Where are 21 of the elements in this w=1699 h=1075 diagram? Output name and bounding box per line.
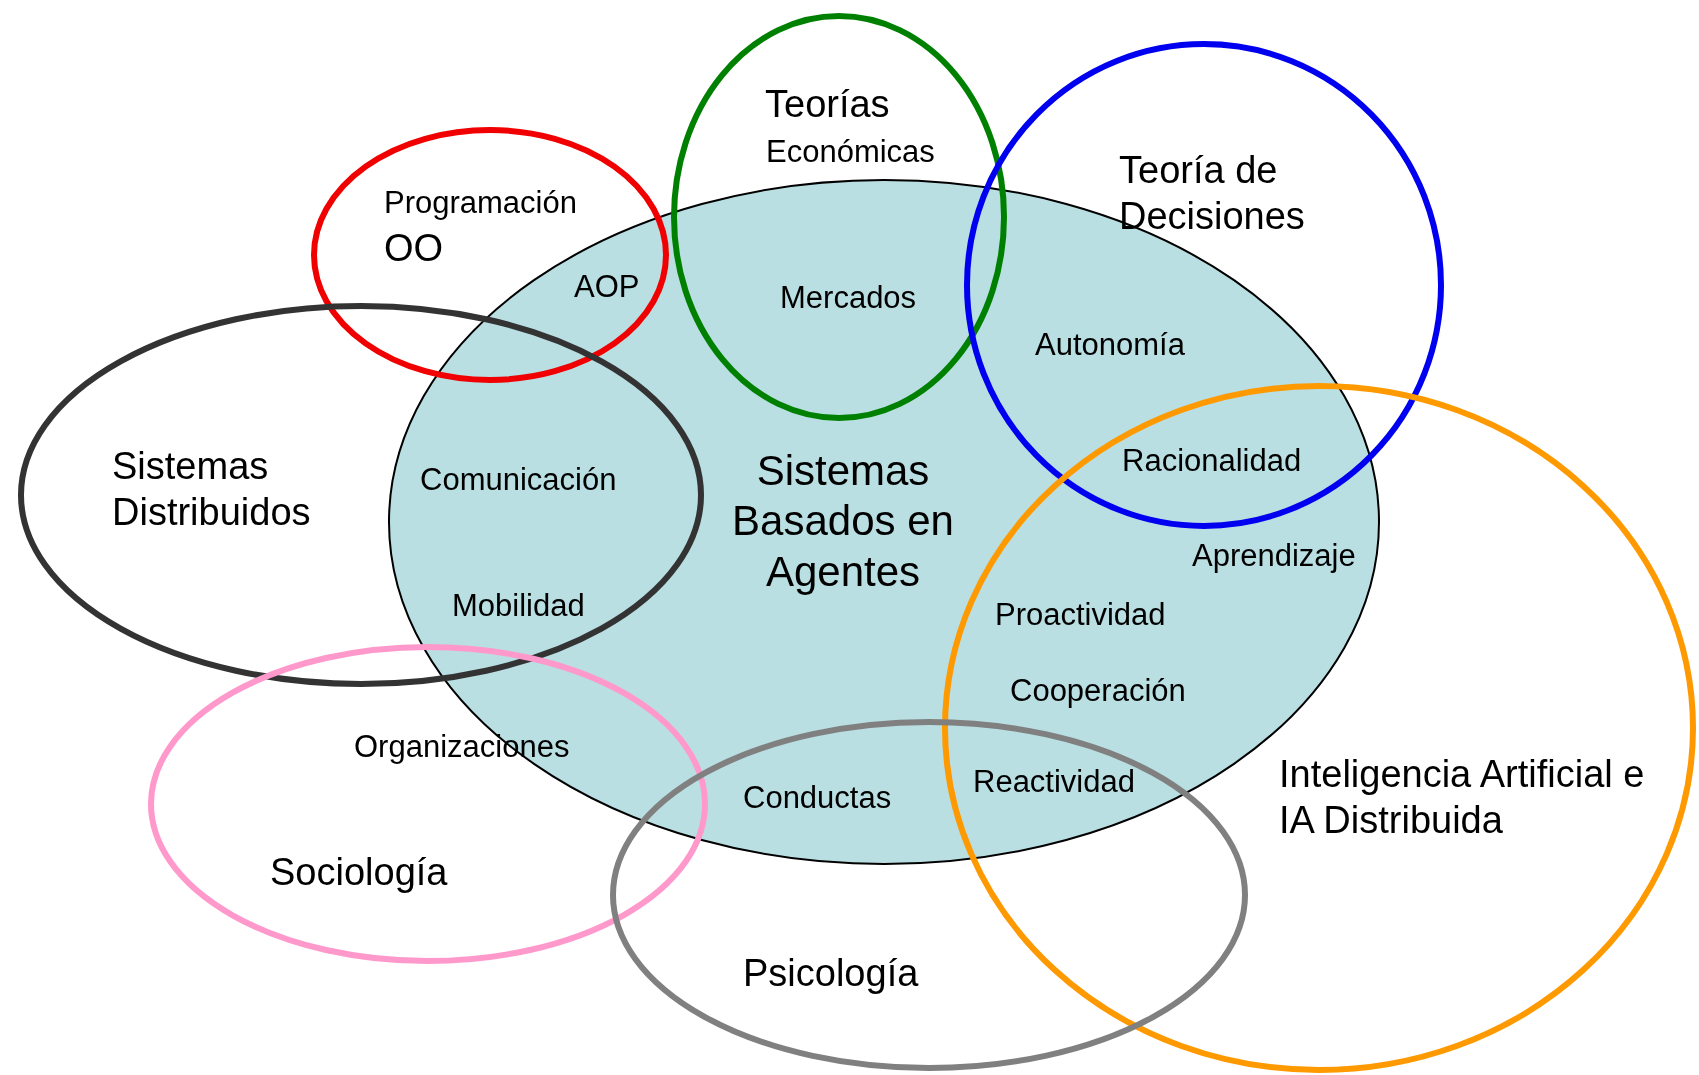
region-title: Sociología [270,850,448,895]
region-title: Sistemas Basados en Agentes [731,446,955,597]
concept-label: Mercados [780,280,917,316]
region-title: OO [384,226,444,271]
concept-label: Reactividad [973,764,1135,800]
concept-label: Racionalidad [1122,443,1302,479]
concept-label: Comunicación [420,462,617,498]
region-title: Inteligencia Artificial e IA Distribuida [1279,752,1646,843]
concept-label: AOP [574,269,640,305]
concept-label: Conductas [743,780,892,816]
concept-label: Autonomía [1035,327,1185,363]
concept-label: Mobilidad [452,588,585,624]
region-title: Económicas [766,133,935,171]
concept-label: Cooperación [1010,673,1186,709]
region-title: Psicología [743,951,919,996]
concept-label: Proactividad [995,597,1166,633]
region-title: Teoría de Decisiones [1119,148,1306,239]
region-title: Teorías [765,82,890,127]
concept-label: Aprendizaje [1192,538,1356,574]
region-title: Programación [384,184,577,222]
region-title: Sistemas Distribuidos [112,444,312,535]
